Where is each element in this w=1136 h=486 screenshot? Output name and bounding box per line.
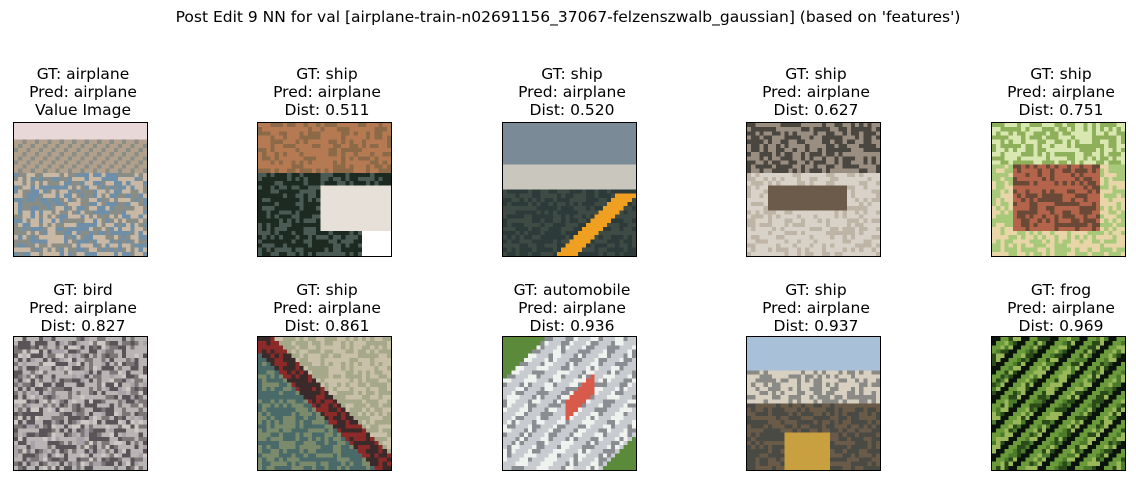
thumbnail-image bbox=[13, 122, 148, 257]
thumbnail-image bbox=[502, 336, 637, 471]
ground-truth-label: GT: ship bbox=[785, 281, 847, 299]
thumbnail-image bbox=[991, 122, 1126, 257]
thumbnail-image bbox=[13, 336, 148, 471]
distance-label: Dist: 0.861 bbox=[284, 317, 370, 335]
prediction-label: Pred: airplane bbox=[29, 83, 137, 101]
distance-label: Dist: 0.937 bbox=[773, 317, 859, 335]
distance-label: Dist: 0.827 bbox=[40, 317, 126, 335]
prediction-label: Pred: airplane bbox=[1007, 299, 1115, 317]
distance-label: Dist: 0.751 bbox=[1018, 101, 1104, 119]
distance-label: Dist: 0.520 bbox=[529, 101, 615, 119]
thumbnail-image bbox=[746, 336, 881, 471]
ground-truth-label: GT: bird bbox=[53, 281, 113, 299]
prediction-label: Pred: airplane bbox=[273, 299, 381, 317]
ground-truth-label: GT: ship bbox=[296, 281, 358, 299]
distance-label: Dist: 0.627 bbox=[773, 101, 859, 119]
ground-truth-label: GT: frog bbox=[1030, 281, 1092, 299]
distance-label: Dist: 0.511 bbox=[284, 101, 370, 119]
prediction-label: Pred: airplane bbox=[1007, 83, 1115, 101]
prediction-label: Pred: airplane bbox=[273, 83, 381, 101]
thumbnail-image bbox=[991, 336, 1126, 471]
ground-truth-label: GT: ship bbox=[541, 65, 603, 83]
prediction-label: Pred: airplane bbox=[762, 299, 870, 317]
distance-label: Dist: 0.969 bbox=[1018, 317, 1104, 335]
distance-label: Dist: 0.936 bbox=[529, 317, 615, 335]
prediction-label: Pred: airplane bbox=[518, 83, 626, 101]
prediction-label: Pred: airplane bbox=[29, 299, 137, 317]
thumbnail-image bbox=[257, 122, 392, 257]
prediction-label: Pred: airplane bbox=[762, 83, 870, 101]
distance-label: Value Image bbox=[34, 101, 132, 119]
prediction-label: Pred: airplane bbox=[518, 299, 626, 317]
ground-truth-label: GT: airplane bbox=[36, 65, 130, 83]
ground-truth-label: GT: ship bbox=[785, 65, 847, 83]
thumbnail-image bbox=[257, 336, 392, 471]
ground-truth-label: GT: automobile bbox=[513, 281, 631, 299]
figure-title: Post Edit 9 NN for val [airplane-train-n… bbox=[175, 8, 961, 26]
ground-truth-label: GT: ship bbox=[1030, 65, 1092, 83]
thumbnail-image bbox=[502, 122, 637, 257]
ground-truth-label: GT: ship bbox=[296, 65, 358, 83]
thumbnail-image bbox=[746, 122, 881, 257]
